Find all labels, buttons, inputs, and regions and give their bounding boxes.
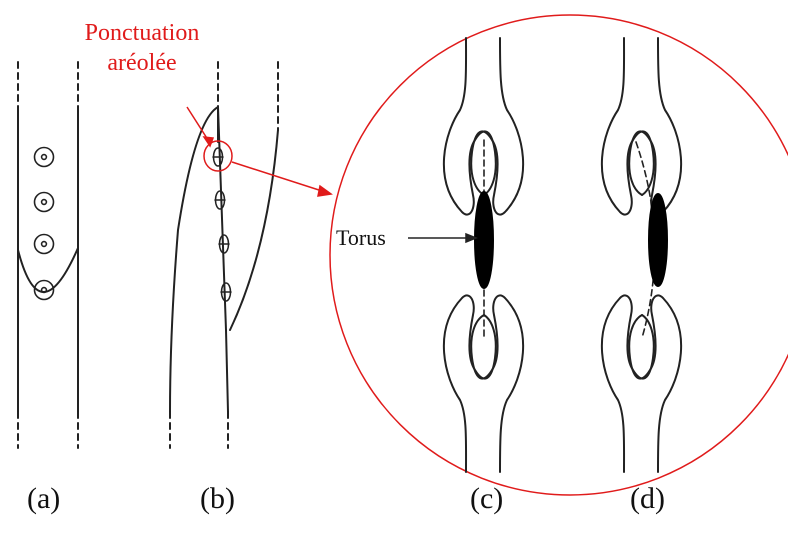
title-line-2: aréolée xyxy=(62,48,222,78)
torus-d xyxy=(649,194,667,286)
zoom-pointer-arrowhead xyxy=(318,186,331,196)
torus-c xyxy=(475,192,493,288)
panel-b-tracheid xyxy=(170,62,278,448)
torus-label: Torus xyxy=(336,225,386,251)
torus-pointer xyxy=(408,234,476,242)
panel-a-tracheid xyxy=(18,62,78,448)
panel-c-pit-open xyxy=(444,38,523,472)
title-line-1: Ponctuation xyxy=(62,18,222,48)
zoom-pointer xyxy=(232,162,322,191)
panel-a-bordered-pits xyxy=(35,148,54,300)
panel-label-a: (a) xyxy=(27,482,60,516)
panel-label-b: (b) xyxy=(200,482,235,516)
panel-label-c: (c) xyxy=(470,482,503,516)
zoom-circle xyxy=(330,15,788,495)
title: Ponctuation aréolée xyxy=(62,18,222,78)
panel-label-d: (d) xyxy=(630,482,665,516)
panel-d-pit-aspirated xyxy=(602,38,681,472)
title-pointer-arrowhead xyxy=(204,137,213,146)
